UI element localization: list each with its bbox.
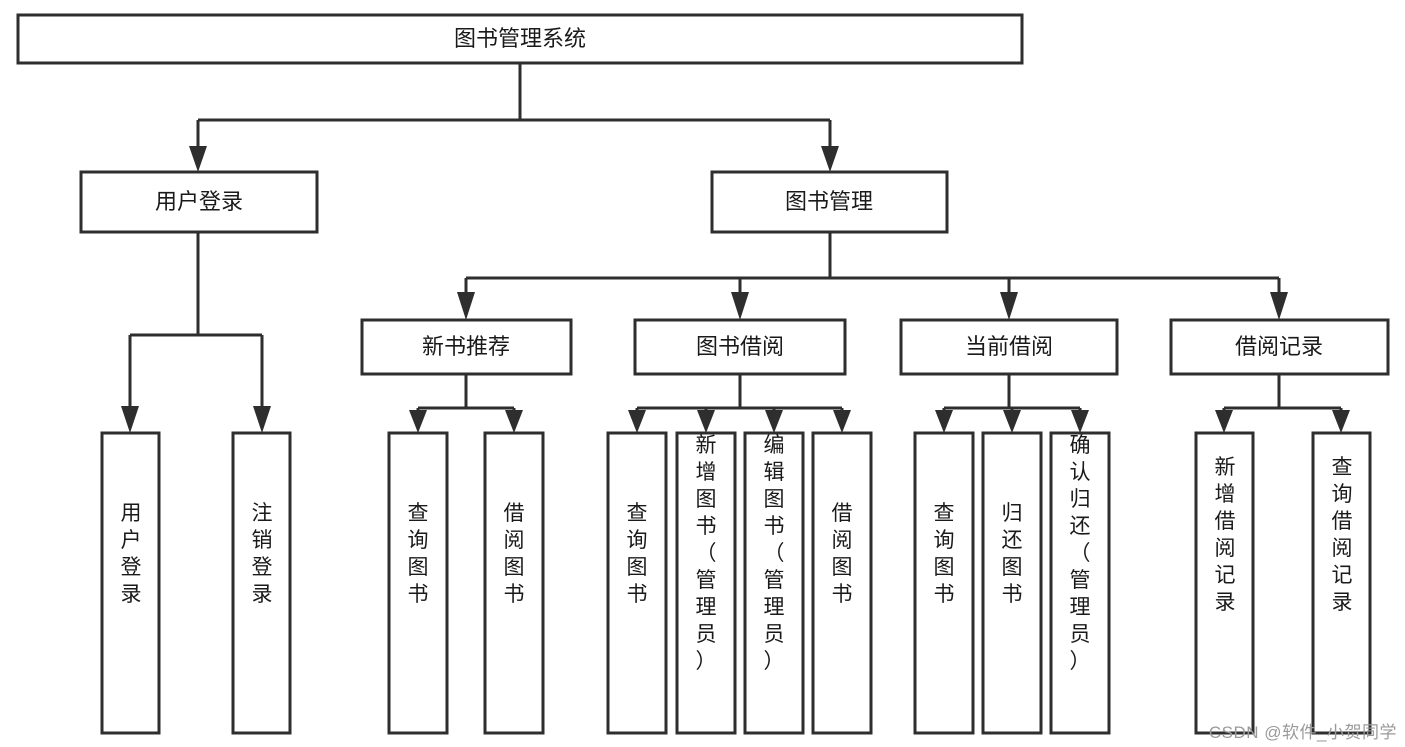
arrow-login-to-1: [121, 406, 139, 433]
node-borrow-1-box[interactable]: [606, 431, 668, 735]
arrow-bookmgmt-to-records: [1270, 292, 1288, 320]
node-current-3-box[interactable]: [1049, 431, 1111, 735]
node-login-1-label: 用户登录: [121, 502, 142, 606]
node-current-3[interactable]: 确认归还（管理员）: [1049, 431, 1111, 735]
arrow-newbook-to-2: [505, 410, 523, 433]
node-bookmgmt-box[interactable]: [710, 170, 949, 234]
node-borrow-1[interactable]: 查询图书: [606, 431, 668, 735]
node-records-1-label: 新增借阅记录: [1215, 456, 1236, 614]
node-root-box[interactable]: [16, 13, 1024, 65]
node-newbook-1[interactable]: 查询图书: [387, 431, 449, 735]
node-records[interactable]: 借阅记录: [1169, 318, 1390, 376]
node-bookmgmt-label: 图书管理: [785, 189, 873, 214]
node-records-2[interactable]: 查询借阅记录: [1311, 431, 1372, 735]
node-records-label: 借阅记录: [1235, 334, 1323, 359]
arrow-records-to-1: [1215, 410, 1233, 433]
node-login-label: 用户登录: [155, 189, 243, 214]
node-current-2[interactable]: 归还图书: [981, 431, 1043, 735]
node-borrow-2-box[interactable]: [675, 431, 737, 735]
node-borrow-3-box[interactable]: [743, 431, 805, 735]
node-borrow-box[interactable]: [633, 318, 847, 376]
arrow-login-to-2: [253, 406, 271, 433]
node-borrow-2-label: 新增图书（管理员）: [696, 434, 717, 673]
arrow-borrow-to-2: [697, 410, 715, 433]
node-newbook-2-label: 借阅图书: [504, 502, 525, 606]
node-current-2-label: 归还图书: [1002, 502, 1023, 606]
node-newbook-1-label: 查询图书: [408, 502, 429, 606]
node-current-label: 当前借阅: [965, 334, 1053, 359]
node-records-1-box[interactable]: [1194, 431, 1255, 735]
node-current-1-label: 查询图书: [934, 502, 955, 606]
node-login-box[interactable]: [79, 170, 319, 234]
arrow-root-to-login: [189, 146, 207, 172]
node-records-box[interactable]: [1169, 318, 1390, 376]
arrow-bookmgmt-to-borrow: [731, 292, 749, 320]
node-records-1[interactable]: 新增借阅记录: [1194, 431, 1255, 735]
node-borrow-2[interactable]: 新增图书（管理员）: [675, 431, 737, 735]
node-login[interactable]: 用户登录: [79, 170, 319, 234]
node-newbook-label: 新书推荐: [422, 334, 510, 359]
node-borrow-4-label: 借阅图书: [832, 502, 853, 606]
arrow-records-to-2: [1332, 410, 1350, 433]
node-current-1-box[interactable]: [913, 431, 975, 735]
node-bookmgmt[interactable]: 图书管理: [710, 170, 949, 234]
arrow-root-to-bookmgmt: [821, 146, 839, 172]
arrow-borrow-to-4: [833, 410, 851, 433]
node-newbook-2-box[interactable]: [483, 431, 545, 735]
node-layer: 图书管理系统 用户登录 图书管理 新书推荐 图书借阅: [16, 13, 1390, 735]
csdn-watermark: CSDN @软件_小贺同学: [1208, 723, 1397, 742]
node-borrow-1-label: 查询图书: [627, 502, 648, 606]
arrow-borrow-to-3: [765, 410, 783, 433]
node-login-2-box[interactable]: [231, 431, 292, 735]
node-newbook-2[interactable]: 借阅图书: [483, 431, 545, 735]
node-borrow-3[interactable]: 编辑图书（管理员）: [743, 431, 805, 735]
node-newbook-box[interactable]: [360, 318, 573, 376]
node-newbook-1-box[interactable]: [387, 431, 449, 735]
node-login-2[interactable]: 注销登录: [231, 431, 292, 735]
node-records-2-box[interactable]: [1311, 431, 1372, 735]
node-login-1-box[interactable]: [100, 431, 161, 735]
node-root[interactable]: 图书管理系统: [16, 13, 1024, 65]
node-borrow-label: 图书借阅: [696, 334, 784, 359]
node-current-box[interactable]: [899, 318, 1119, 376]
node-current-2-box[interactable]: [981, 431, 1043, 735]
node-borrow-4-box[interactable]: [811, 431, 873, 735]
arrow-borrow-to-1: [628, 410, 646, 433]
node-records-2-label: 查询借阅记录: [1332, 456, 1353, 614]
arrow-current-to-2: [1003, 410, 1021, 433]
node-borrow[interactable]: 图书借阅: [633, 318, 847, 376]
node-current-1[interactable]: 查询图书: [913, 431, 975, 735]
arrow-current-to-1: [935, 410, 953, 433]
node-borrow-3-label: 编辑图书（管理员）: [764, 434, 785, 673]
node-login-1[interactable]: 用户登录: [100, 431, 161, 735]
node-current[interactable]: 当前借阅: [899, 318, 1119, 376]
arrow-current-to-3: [1071, 410, 1089, 433]
connector-layer: [121, 63, 1350, 433]
node-current-3-label: 确认归还（管理员）: [1070, 434, 1091, 673]
arrow-newbook-to-1: [409, 410, 427, 433]
node-borrow-4[interactable]: 借阅图书: [811, 431, 873, 735]
arrow-bookmgmt-to-newbook: [457, 292, 475, 320]
node-newbook[interactable]: 新书推荐: [360, 318, 573, 376]
arrow-bookmgmt-to-current: [1000, 292, 1018, 320]
node-root-label: 图书管理系统: [454, 26, 586, 51]
node-login-2-label: 注销登录: [252, 502, 273, 606]
